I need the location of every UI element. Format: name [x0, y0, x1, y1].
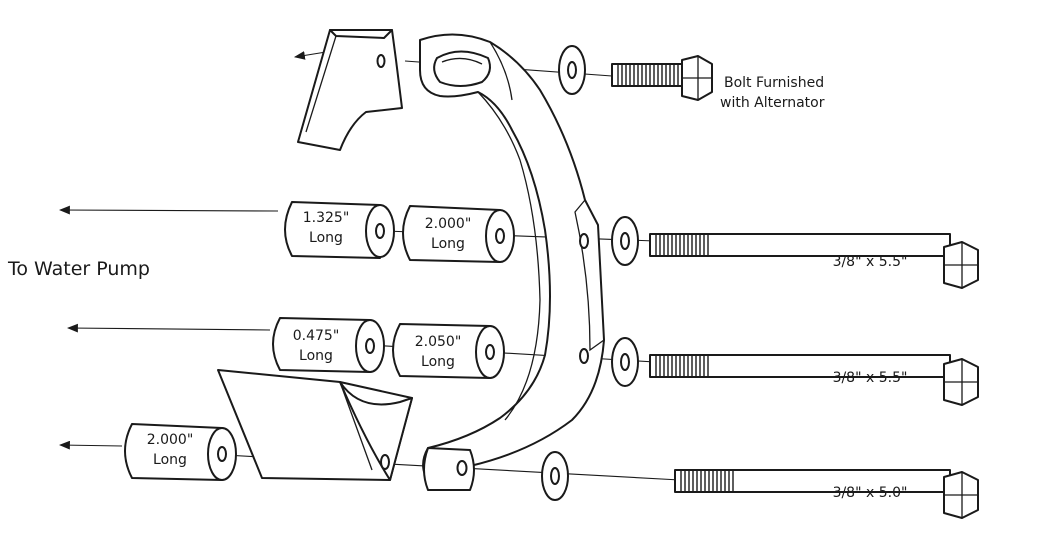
- bolt-row-2: [649, 233, 979, 289]
- main-curved-bracket: [419, 33, 605, 491]
- spacer-2: [402, 205, 515, 263]
- bolt-row-3-threads: [655, 355, 709, 377]
- arrow-row-3: [66, 323, 271, 333]
- spacer-3: [272, 317, 385, 373]
- bolt-top: [611, 55, 713, 101]
- bolt-row-4: [674, 469, 979, 519]
- bolt-row-4-size: 3/8" x 5.0": [833, 485, 908, 501]
- water-pump-arrows: [58, 51, 327, 450]
- washer-top: [558, 45, 586, 95]
- bolt-row-2-size: 3/8" x 5.5": [833, 254, 908, 270]
- spacer-4: [392, 323, 505, 379]
- spacer-5-unit: Long: [153, 452, 187, 468]
- bolt-row-4-threads: [680, 470, 734, 492]
- bolt-row-3-size: 3/8" x 5.5": [833, 370, 908, 386]
- spacer-5: [124, 423, 237, 481]
- spacer-4-length: 2.050": [415, 334, 462, 350]
- arrow-row-1: [293, 51, 327, 60]
- arrow-row-4: [58, 440, 123, 450]
- spacer-3-length: 0.475": [293, 328, 340, 344]
- spacer-2-length: 2.000": [425, 216, 472, 232]
- spacer-1-unit: Long: [309, 230, 343, 246]
- washer-row-4: [541, 451, 569, 501]
- bolt-top-threads: [617, 64, 679, 86]
- bolt-note-line2: with Alternator: [720, 95, 825, 111]
- spacer-2-unit: Long: [431, 236, 465, 252]
- spacer-1: [284, 201, 395, 259]
- arrow-row-2: [58, 205, 279, 215]
- bolt-row-2-threads: [655, 234, 709, 256]
- water-pump-label: To Water Pump: [7, 258, 150, 280]
- lower-bracket-block: [217, 369, 413, 481]
- spacer-5-length: 2.000": [147, 432, 194, 448]
- washer-row-2: [611, 216, 639, 266]
- upper-bracket-block: [297, 29, 403, 151]
- spacer-4-unit: Long: [421, 354, 455, 370]
- spacer-3-unit: Long: [299, 348, 333, 364]
- washer-row-3: [611, 337, 639, 387]
- spacer-1-length: 1.325": [303, 210, 350, 226]
- bolt-row-3: [649, 354, 979, 406]
- bolt-note-line1: Bolt Furnished: [724, 75, 824, 91]
